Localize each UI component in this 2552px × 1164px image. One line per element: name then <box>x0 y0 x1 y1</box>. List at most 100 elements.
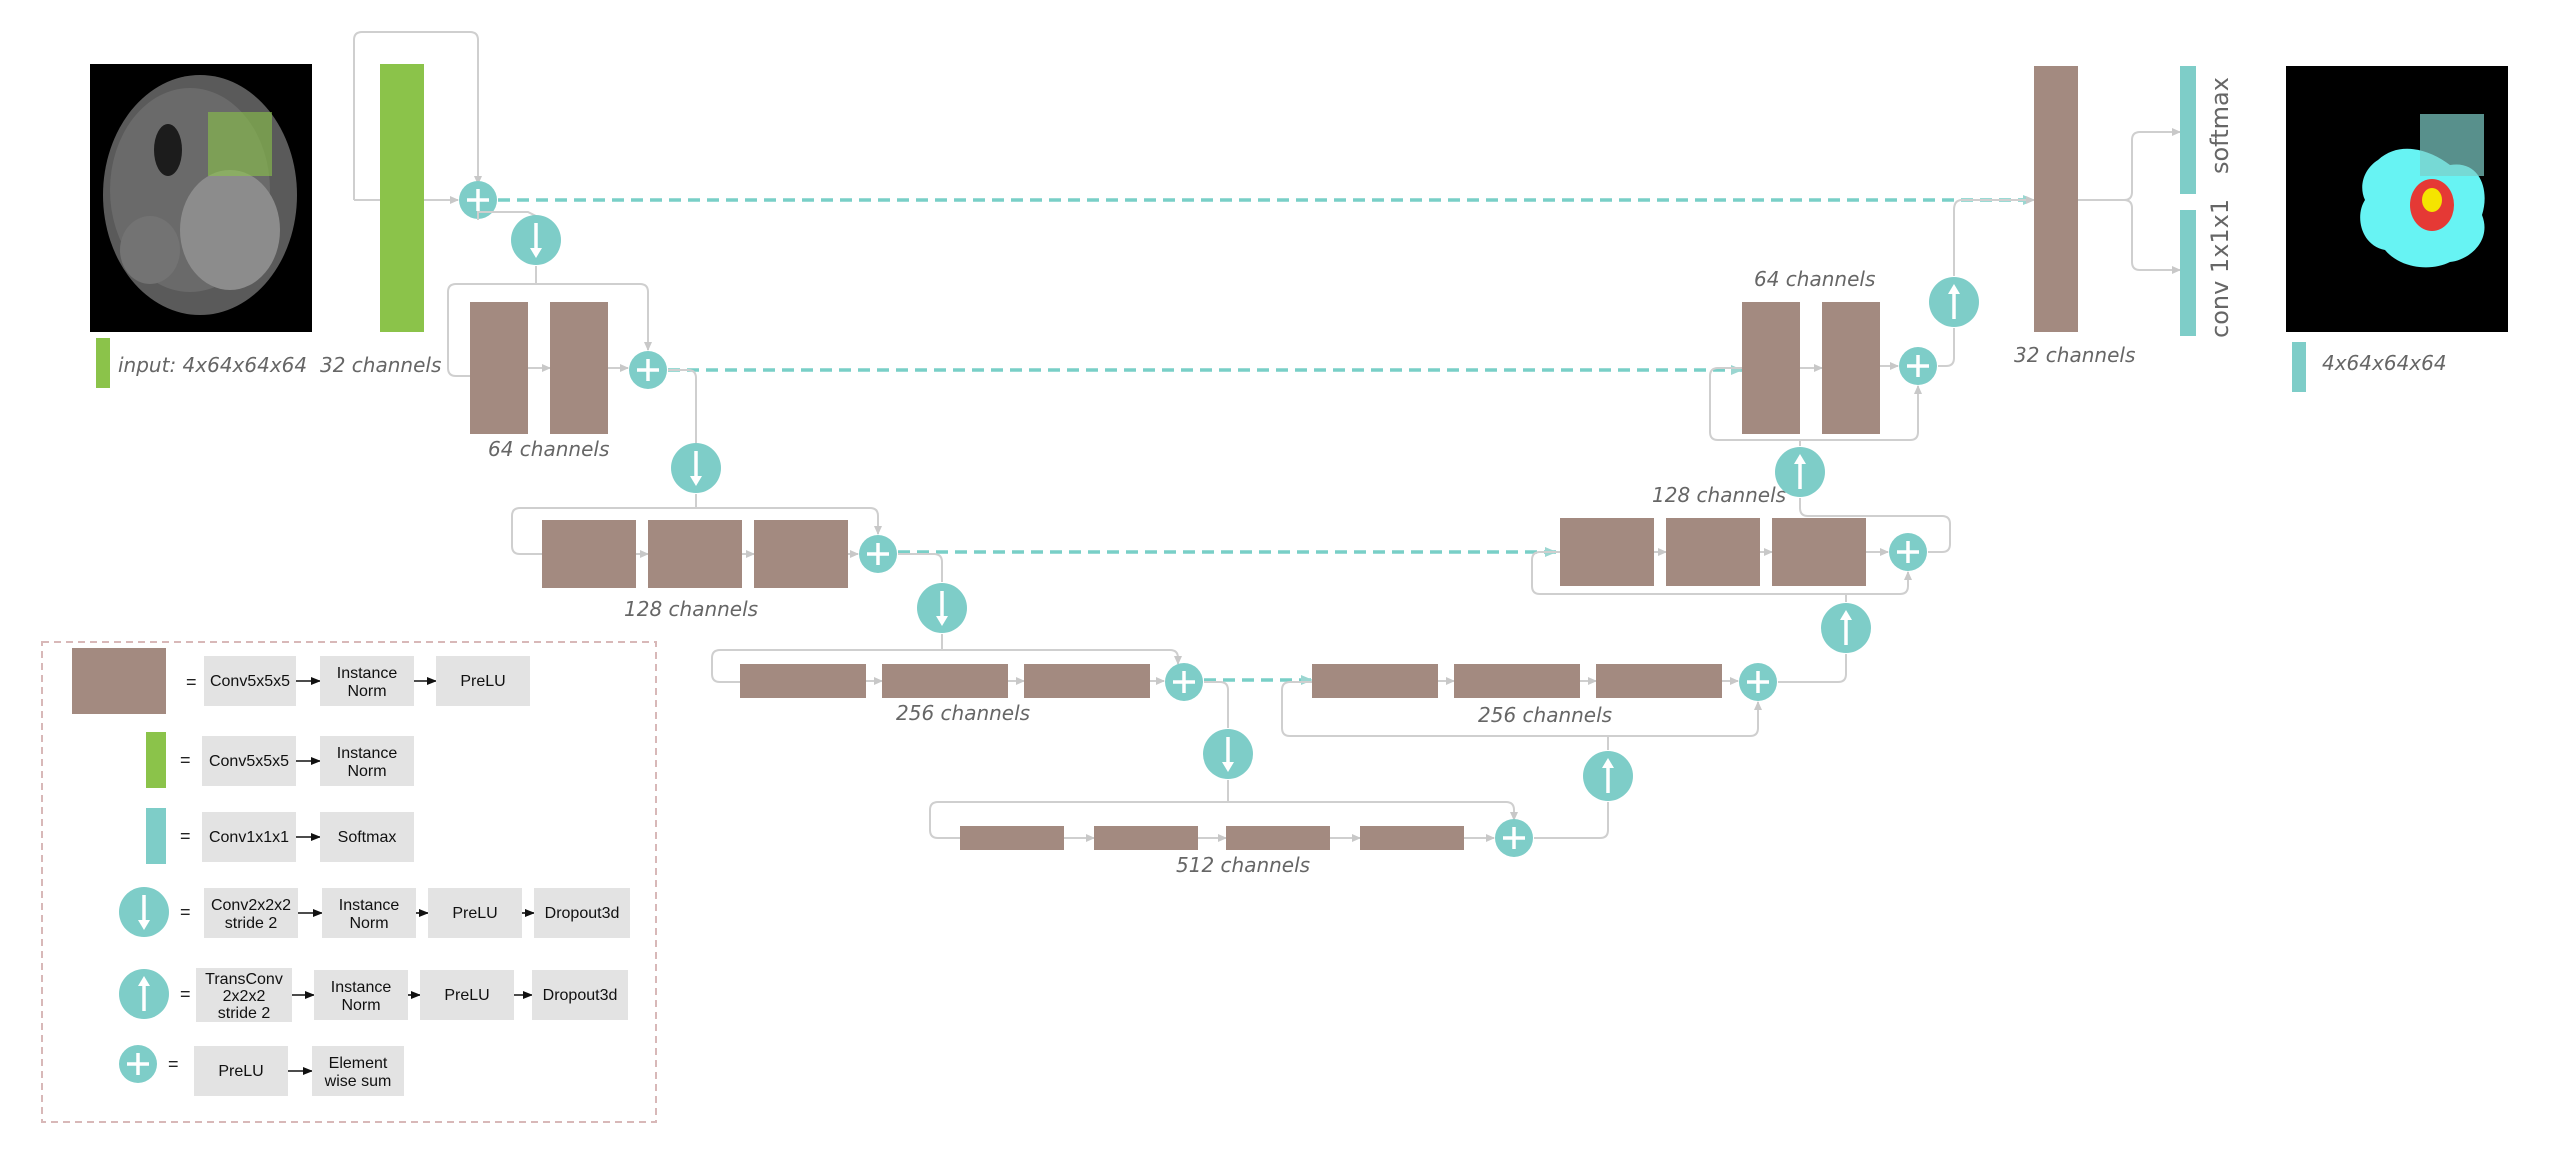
stage3-to-down-line <box>898 553 943 582</box>
legend-equals-4: = <box>180 902 191 922</box>
legend-prelu-text-5: PreLU <box>444 987 489 1004</box>
bottom-conv-block-2 <box>1094 826 1198 850</box>
bottom-to-up-line <box>1534 802 1609 839</box>
stage1-to-down-line <box>477 211 537 220</box>
legend-equals-2: = <box>180 750 191 770</box>
legend-equals-6: = <box>168 1054 179 1074</box>
stage2-conv-block-1 <box>470 302 528 434</box>
dec4-channels-label: 256 channels <box>1478 703 1612 727</box>
dec4-residual-line <box>1608 701 1762 737</box>
dec3-sum-icon <box>1888 532 1928 572</box>
legend-instnorm-text-5b: Norm <box>341 997 380 1014</box>
dec2-entry-line <box>1709 367 1801 446</box>
stage3-entry-line <box>511 494 697 555</box>
legend-instnorm-text-4a: Instance <box>339 897 400 914</box>
legend-instnorm-box-2 <box>320 736 414 786</box>
legend-border <box>41 641 657 1123</box>
legend-instnorm-text-2b: Norm <box>347 763 386 780</box>
legend-softmax-text: Softmax <box>338 829 397 846</box>
bottom-conv-block-1 <box>960 826 1064 850</box>
legend-prelu-text-6: PreLU <box>218 1063 263 1080</box>
final-to-softmax-line <box>2078 128 2181 201</box>
legend-prelu-box-1 <box>436 656 530 706</box>
output-segmentation-image <box>2286 66 2508 332</box>
dec2-sum-icon <box>1898 346 1938 386</box>
output-label: 4x64x64x64 <box>2322 351 2447 375</box>
legend-down-conv-icon <box>118 886 170 938</box>
legend-prelu-text-4: PreLU <box>452 905 497 922</box>
legend-down-box <box>204 888 298 938</box>
legend-conv1-text: Conv1x1x1 <box>209 829 289 846</box>
stage1-input-conv-block <box>380 64 424 332</box>
dec3-to-up-line <box>1799 498 1951 553</box>
legend-prelu-text-1: PreLU <box>460 673 505 690</box>
stage3-sum-icon <box>858 534 898 574</box>
stage4-entry-line <box>711 634 943 683</box>
legend-instnorm-box-4 <box>322 888 416 938</box>
up4-to-final-line <box>1953 196 2035 276</box>
legend-sum-text-a: Element <box>329 1055 388 1072</box>
legend-instnorm-text-2a: Instance <box>337 745 398 762</box>
dec4-entry-line <box>1281 681 1609 750</box>
legend-up-conv-icon <box>118 968 170 1020</box>
up-conv-2-icon <box>1820 602 1872 654</box>
up-conv-4-icon <box>1928 276 1980 328</box>
legend-up-text-b: 2x2x2 <box>223 988 266 1005</box>
softmax-block <box>2180 66 2196 194</box>
input-label: input: 4x64x64x64 <box>118 353 307 377</box>
legend-prelu-box-6 <box>194 1046 288 1096</box>
dec3-channels-label: 128 channels <box>1652 483 1786 507</box>
stage3-conv-block-2 <box>648 520 742 588</box>
down-conv-4-icon <box>1202 728 1254 780</box>
input-mri-image <box>90 64 312 332</box>
stage3-channels-label: 128 channels <box>624 597 758 621</box>
conv1x1-block <box>2180 210 2196 336</box>
dec3-conv-block-3 <box>1772 518 1866 586</box>
stage4-sum-icon <box>1164 662 1204 702</box>
stage3-conv-block-3 <box>754 520 848 588</box>
legend-input-block-swatch <box>146 732 166 788</box>
dec2-residual-line <box>1800 385 1922 441</box>
bottom-entry-line <box>929 780 1229 839</box>
softmax-label: softmax <box>2206 77 2234 174</box>
final-to-conv-line <box>2123 199 2181 274</box>
stage4-conv-block-3 <box>1024 664 1150 698</box>
stage1-residual-line <box>353 31 482 200</box>
bottom-channels-label: 512 channels <box>1176 853 1310 877</box>
legend-output-block-swatch <box>146 808 166 864</box>
legend-down-text-a: Conv2x2x2 <box>211 897 291 914</box>
stage3-conv-block-1 <box>542 520 636 588</box>
legend-conv5-text-2: Conv5x5x5 <box>209 753 289 770</box>
bottom-residual-line <box>1228 801 1518 821</box>
legend-softmax-box <box>320 812 414 862</box>
down-conv-1-icon <box>510 214 562 266</box>
legend-conv5-text-1: Conv5x5x5 <box>210 673 290 690</box>
legend-prelu-box-4 <box>428 888 522 938</box>
legend-sum-box <box>312 1046 404 1096</box>
stage2-entry-line <box>447 266 537 377</box>
legend-instnorm-box-1 <box>320 656 414 706</box>
legend-dropout-box-5 <box>532 970 628 1020</box>
legend-instnorm-text-1b: Norm <box>347 683 386 700</box>
dec4-to-up-line <box>1778 654 1847 683</box>
legend-dropout-box-4 <box>534 888 630 938</box>
legend-dropout-text-4: Dropout3d <box>545 905 620 922</box>
dec4-conv-block-3 <box>1596 664 1722 698</box>
dec4-sum-icon <box>1738 662 1778 702</box>
legend-panel: = Conv5x5x5 Instance Norm PreLU = Conv5x… <box>41 641 657 1123</box>
legend-conv1-box <box>202 812 296 862</box>
legend-conv5-box-1 <box>204 656 296 706</box>
legend-down-text-b: stride 2 <box>225 915 278 932</box>
dec4-conv-block-2 <box>1454 664 1580 698</box>
bottom-conv-block-3 <box>1226 826 1330 850</box>
stage4-conv-block-2 <box>882 664 1008 698</box>
legend-up-text-a: TransConv <box>205 971 283 988</box>
stage2-sum-icon <box>628 350 668 390</box>
input-legend-swatch <box>96 338 110 388</box>
dec3-residual-line <box>1846 571 1912 595</box>
legend-up-text-c: stride 2 <box>218 1005 271 1022</box>
dec2-conv-block-2 <box>1822 302 1880 434</box>
final-channels-label: 32 channels <box>2014 343 2135 367</box>
stage2-conv-block-2 <box>550 302 608 434</box>
dec2-conv-block-1 <box>1742 302 1800 434</box>
